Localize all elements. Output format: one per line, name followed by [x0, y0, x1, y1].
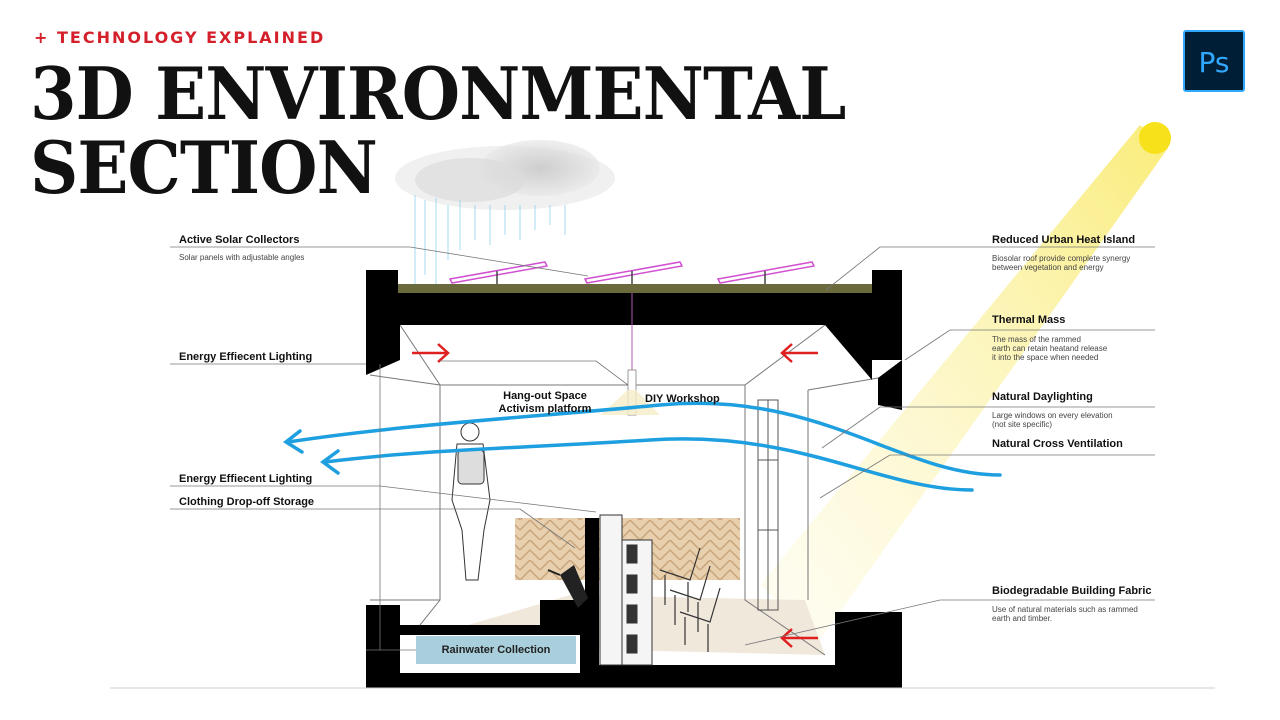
label-heat-island-desc: Biosolar roof provide complete synergy b…	[992, 254, 1131, 272]
workshop-tables	[599, 514, 653, 666]
label-daylighting-title: Natural Daylighting	[992, 391, 1093, 403]
photoshop-logo-text: Ps	[1198, 46, 1230, 79]
label-cross-ventilation-title: Natural Cross Ventilation	[992, 438, 1123, 450]
cloud-icon	[395, 140, 615, 210]
label-clothing-storage-title: Clothing Drop-off Storage	[179, 496, 315, 508]
label-diy-workshop: DIY Workshop	[645, 393, 720, 405]
window-frames	[757, 399, 779, 611]
sunbeam	[760, 125, 1168, 640]
label-heat-island-title: Reduced Urban Heat Island	[992, 234, 1136, 246]
leader-lines-left	[170, 246, 597, 651]
label-active-solar-title: Active Solar Collectors	[179, 234, 300, 246]
chairs	[659, 547, 721, 652]
label-biodegradable-title: Biodegradable Building Fabric	[992, 585, 1152, 597]
label-lighting-1-title: Energy Effiecent Lighting	[179, 351, 313, 363]
label-hangout-space: Hang-out Space Activism platform	[498, 390, 592, 415]
kicker-text: + TECHNOLOGY EXPLAINED	[34, 28, 326, 47]
person-figure	[451, 422, 491, 581]
page-title-line1: 3D ENVIRONMENTAL	[30, 51, 846, 136]
green-roof	[398, 284, 872, 293]
label-thermal-mass-desc: The mass of the rammed earth can retain …	[992, 335, 1108, 362]
photoshop-logo: Ps	[1183, 30, 1245, 92]
label-thermal-mass-title: Thermal Mass	[992, 314, 1066, 326]
sun-icon	[1139, 122, 1171, 154]
leader-lines-right	[744, 246, 1155, 646]
label-lighting-2-title: Energy Effiecent Lighting	[179, 473, 313, 485]
red-arrows	[412, 343, 818, 648]
diy-leader-2	[595, 360, 629, 386]
label-biodegradable-desc: Use of natural materials such as rammed …	[992, 605, 1138, 623]
label-active-solar-desc: Solar panels with adjustable angles	[179, 253, 305, 262]
label-rainwater-collection: Rainwater Collection	[416, 636, 576, 664]
solar-panels	[448, 261, 816, 284]
label-daylighting-desc: Large windows on every elevation (not si…	[992, 411, 1113, 429]
page-title-line2: SECTION	[30, 125, 378, 210]
angled-lights	[547, 565, 588, 608]
rain-lines	[414, 195, 566, 290]
